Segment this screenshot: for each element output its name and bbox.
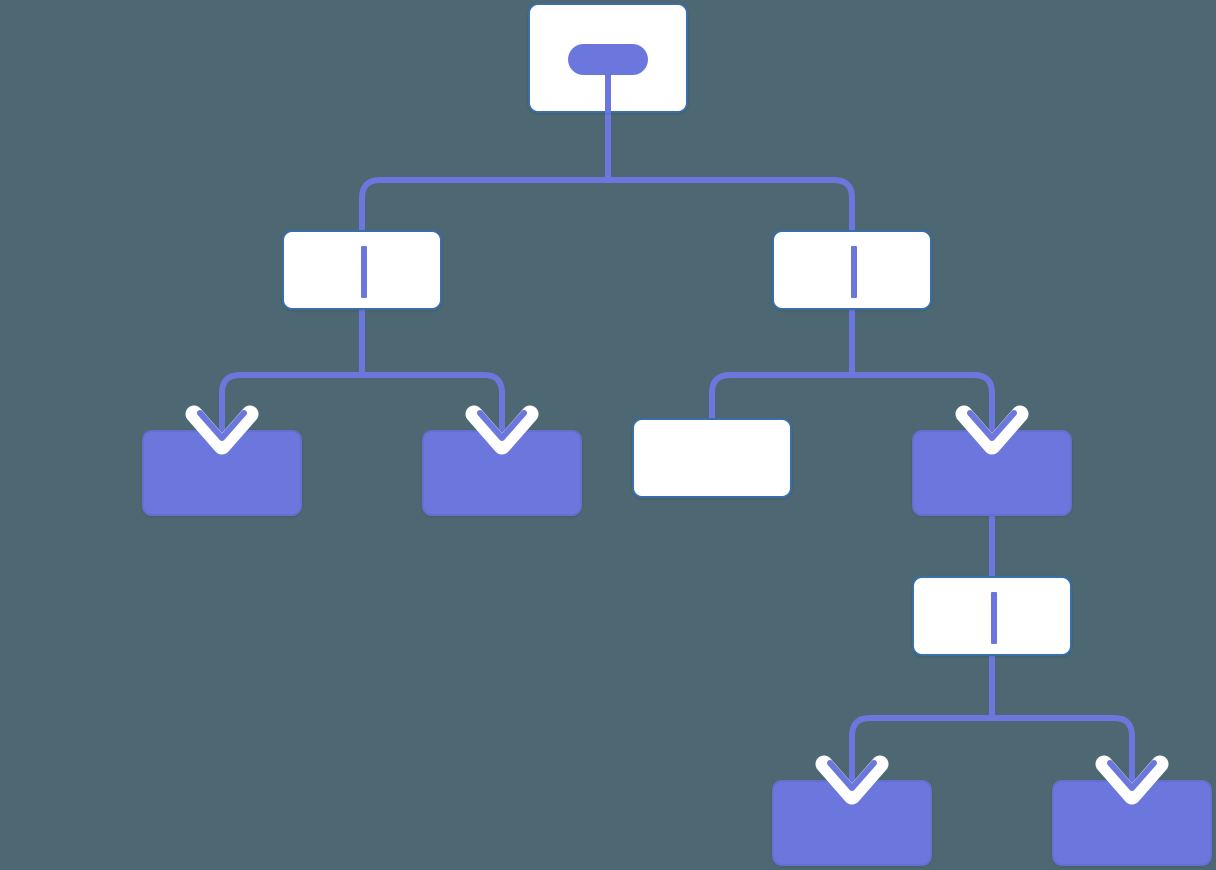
node-l3-a[interactable]	[142, 430, 302, 516]
edge-l4a-to-l5b	[989, 653, 1135, 789]
node-l5-b[interactable]	[1052, 780, 1212, 866]
node-l2-b[interactable]	[772, 230, 932, 310]
edge-root-to-l2a	[359, 110, 611, 233]
node-l5-a[interactable]	[772, 780, 932, 866]
node-l2-b-tick	[851, 246, 857, 298]
node-l3-c[interactable]	[632, 418, 792, 498]
edge-l4a-to-l5a	[849, 653, 995, 789]
root-stem	[605, 69, 611, 113]
edge-root-to-l2b	[605, 110, 855, 233]
node-l4-a[interactable]	[912, 576, 1072, 656]
node-l3-d[interactable]	[912, 430, 1072, 516]
edge-l2b-to-l3c	[709, 307, 855, 421]
edge-l2a-to-l3a	[219, 307, 365, 439]
edge-l2b-to-l3d	[849, 307, 995, 439]
node-l3-b[interactable]	[422, 430, 582, 516]
edge-l2a-to-l3b	[359, 307, 505, 439]
node-l2-a-tick	[361, 246, 367, 298]
node-root[interactable]	[528, 3, 688, 113]
node-l4-a-tick	[991, 592, 997, 644]
node-l2-a[interactable]	[282, 230, 442, 310]
